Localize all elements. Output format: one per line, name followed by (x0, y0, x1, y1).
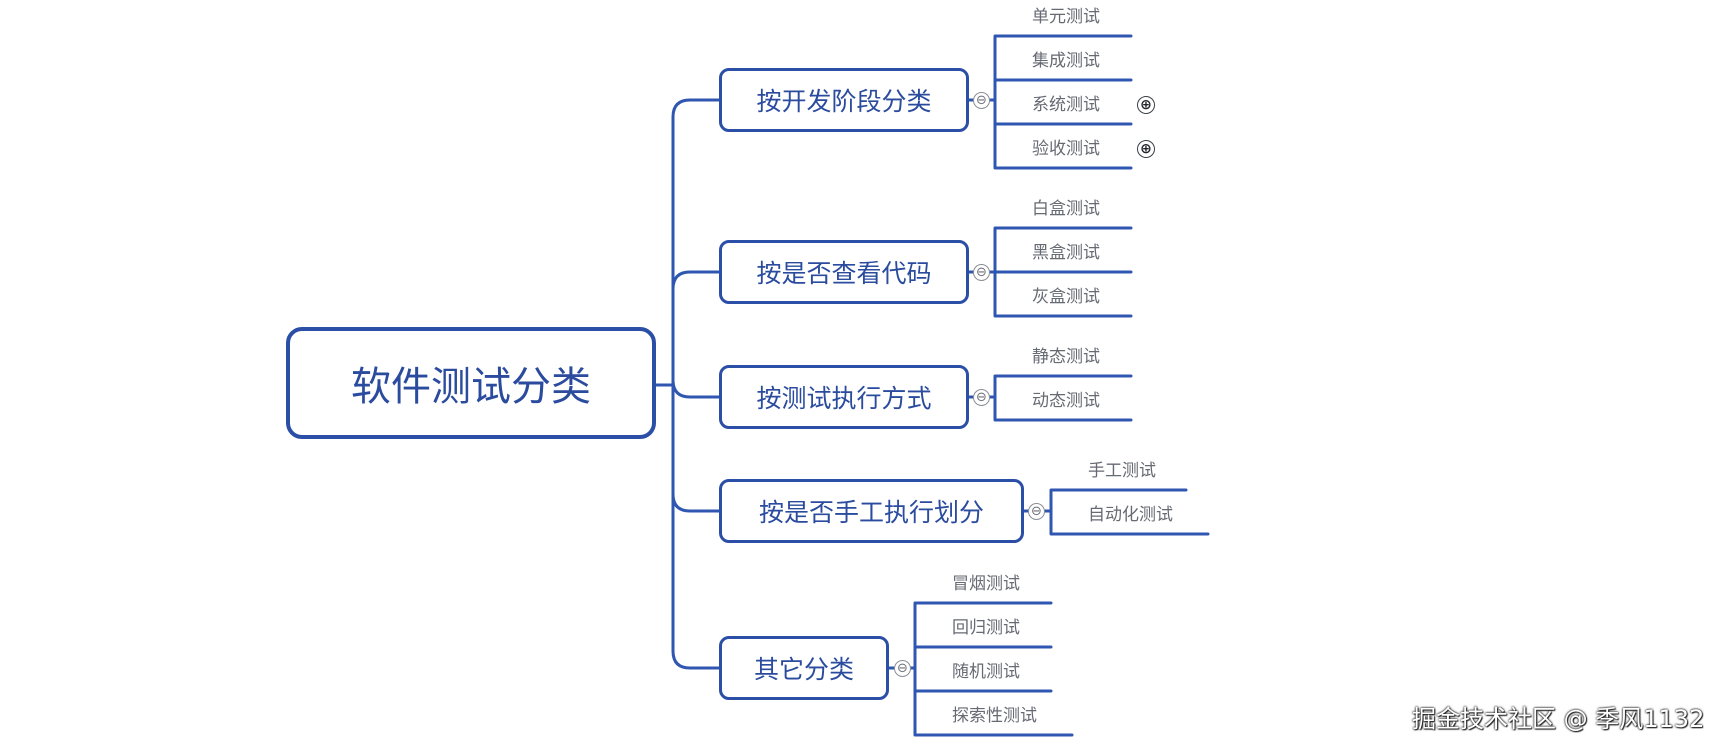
branch-node-manual[interactable]: 按是否手工执行划分 (719, 479, 1024, 543)
leaf-automation-test[interactable]: 自动化测试 (1088, 505, 1173, 525)
branch-label: 按测试执行方式 (756, 384, 932, 413)
leaf-unit-test[interactable]: 单元测试 (1032, 7, 1100, 27)
leaf-gray-box-test[interactable]: 灰盒测试 (1032, 287, 1100, 307)
leaf-integration-test[interactable]: 集成测试 (1032, 51, 1100, 71)
leaf-black-box-test[interactable]: 黑盒测试 (1032, 243, 1100, 263)
branch-node-dev-stage[interactable]: 按开发阶段分类 (719, 68, 969, 132)
branch-label: 按是否查看代码 (756, 259, 932, 288)
branch-label: 按开发阶段分类 (756, 87, 932, 116)
trunk-branch-4 (671, 492, 721, 513)
branch-node-other[interactable]: 其它分类 (719, 636, 889, 700)
leaf-acceptance-test[interactable]: 验收测试 (1032, 139, 1100, 159)
branch-node-execution-mode[interactable]: 按测试执行方式 (719, 365, 969, 429)
collapse-icon[interactable]: ⊖ (1028, 503, 1045, 520)
trunk-line (671, 98, 692, 670)
root-label: 软件测试分类 (351, 364, 591, 410)
leaf-dynamic-test[interactable]: 动态测试 (1032, 391, 1100, 411)
collapse-icon[interactable]: ⊖ (973, 264, 990, 281)
expand-icon[interactable]: ⊕ (1137, 140, 1155, 158)
branch-label: 按是否手工执行划分 (758, 498, 984, 527)
collapse-icon[interactable]: ⊖ (973, 389, 990, 406)
watermark: 掘金技术社区 @ 季风1132 (1412, 705, 1705, 733)
leaf-white-box-test[interactable]: 白盒测试 (1032, 199, 1100, 219)
leaf-regression-test[interactable]: 回归测试 (952, 618, 1020, 638)
branch1-bracket (993, 34, 1133, 170)
trunk-branch-2 (671, 270, 721, 291)
trunk-branch-3 (671, 378, 721, 399)
leaf-manual-test[interactable]: 手工测试 (1088, 461, 1156, 481)
leaf-random-test[interactable]: 随机测试 (952, 662, 1020, 682)
branch-label: 其它分类 (753, 655, 854, 684)
collapse-icon[interactable]: ⊖ (973, 92, 990, 109)
leaf-system-test[interactable]: 系统测试 (1032, 95, 1100, 115)
leaf-smoke-test[interactable]: 冒烟测试 (952, 574, 1020, 594)
branch-node-view-code[interactable]: 按是否查看代码 (719, 240, 969, 304)
expand-icon[interactable]: ⊕ (1137, 96, 1155, 114)
root-node[interactable]: 软件测试分类 (286, 327, 656, 439)
leaf-static-test[interactable]: 静态测试 (1032, 347, 1100, 367)
leaf-exploratory-test[interactable]: 探索性测试 (952, 706, 1037, 726)
collapse-icon[interactable]: ⊖ (894, 660, 911, 677)
